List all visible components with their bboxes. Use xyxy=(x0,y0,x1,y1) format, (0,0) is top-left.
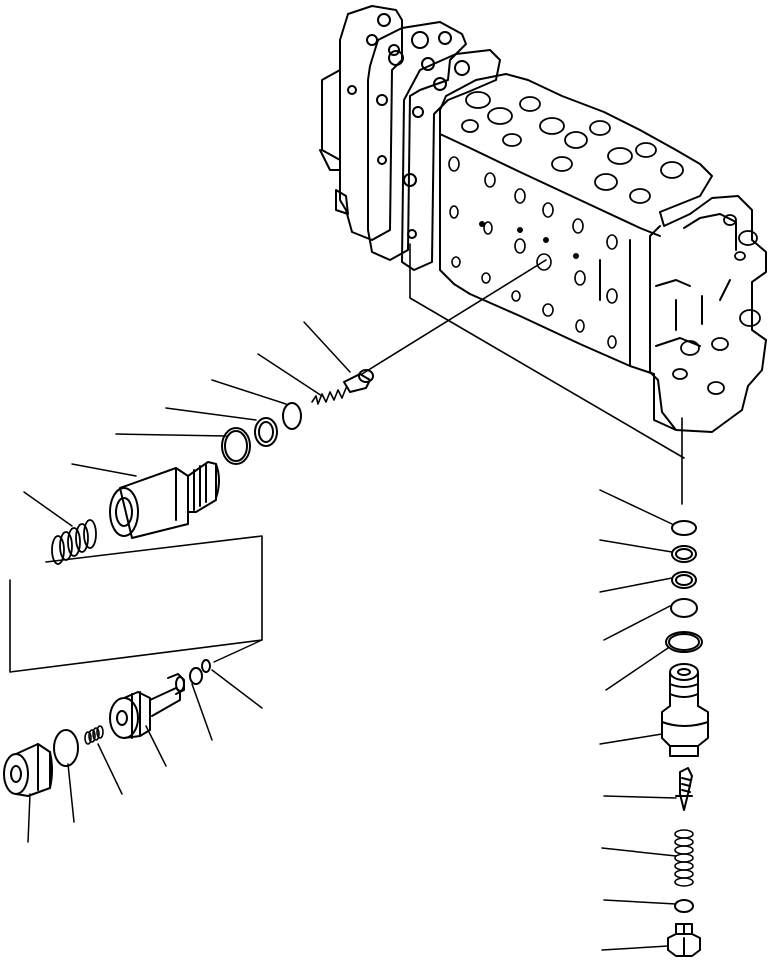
relief-poppet xyxy=(675,767,693,811)
callout-leaders-upper-left xyxy=(23,321,351,527)
backup-ring-1 xyxy=(671,545,697,563)
piston-spring xyxy=(84,725,104,745)
o-ring-1 xyxy=(671,520,697,536)
backup-ring xyxy=(254,417,278,447)
check-valve xyxy=(343,369,374,393)
group-bracket xyxy=(9,535,263,673)
backup-ring-2 xyxy=(671,571,697,589)
poppet xyxy=(109,673,185,739)
o-ring-2 xyxy=(670,598,698,618)
sleeve-spring xyxy=(51,519,97,565)
sleeve xyxy=(109,461,220,539)
relief-plug xyxy=(667,923,701,957)
o-ring xyxy=(282,402,302,430)
o-ring xyxy=(189,667,203,685)
plug xyxy=(3,743,53,797)
relief-spring xyxy=(674,829,694,887)
assembly-leader-lines xyxy=(361,243,685,505)
callout-leaders-lower-left xyxy=(27,669,263,843)
small-o-ring xyxy=(201,659,211,673)
large-o-ring xyxy=(221,427,251,465)
control-valve-body xyxy=(319,5,767,433)
check-spring xyxy=(311,387,347,405)
o-ring-4 xyxy=(674,899,694,913)
callout-leaders-right xyxy=(599,489,677,951)
relief-valve-body xyxy=(661,663,709,757)
o-ring xyxy=(53,729,79,767)
o-ring-3 xyxy=(665,631,703,653)
